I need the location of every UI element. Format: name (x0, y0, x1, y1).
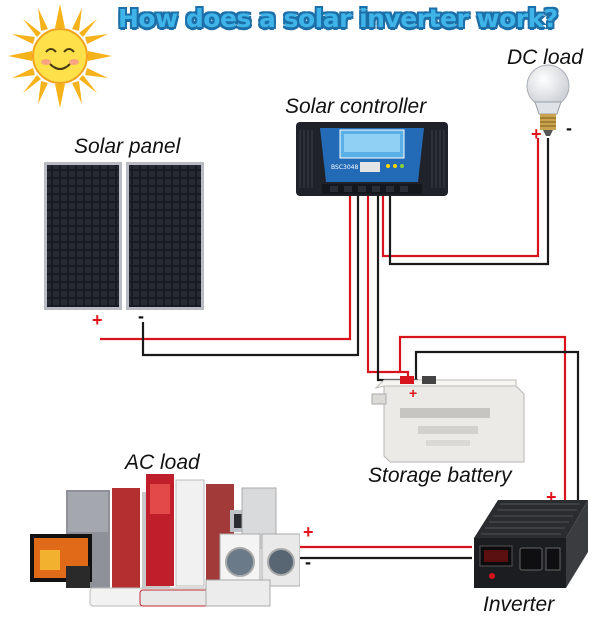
sun-icon (8, 4, 112, 108)
solar-controller-label: Solar controller (285, 95, 427, 118)
wire-battery-positive (366, 196, 410, 388)
inverter-plus-sign: + (546, 487, 557, 507)
inverter-label: Inverter (483, 593, 555, 616)
dc-load-plus-sign: + (531, 124, 542, 144)
solar-panel-icon (44, 162, 204, 310)
diagram-title: How does a solar inverter work? (118, 4, 558, 33)
acload-plus-sign: + (303, 522, 314, 542)
storage-battery-label: Storage battery (368, 464, 512, 487)
wire-inverter-negative (414, 350, 580, 500)
panel-plus-sign: + (92, 310, 103, 330)
inverter-icon (474, 500, 588, 588)
wire-dcload-negative (388, 138, 550, 266)
battery-plus-sign: + (409, 385, 418, 401)
wire-dcload-positive (381, 138, 540, 258)
ac-load-label: AC load (125, 451, 200, 474)
wire-panel-positive (100, 196, 352, 341)
acload-minus-sign: - (305, 552, 311, 572)
light-bulb-icon (526, 64, 570, 136)
appliances-icon (30, 474, 300, 607)
panel-minus-sign: - (138, 306, 144, 326)
wire-inverter-positive (398, 335, 567, 500)
battery-icon (371, 376, 525, 463)
solar-panel-label: Solar panel (74, 135, 181, 158)
solar-controller-icon: BSC3048 (296, 122, 448, 196)
dc-load-label: DC load (507, 46, 583, 69)
controller-model-text: BSC3048 (331, 164, 359, 171)
dc-load-minus-sign: - (566, 118, 572, 138)
wire-panel-negative (141, 196, 360, 357)
